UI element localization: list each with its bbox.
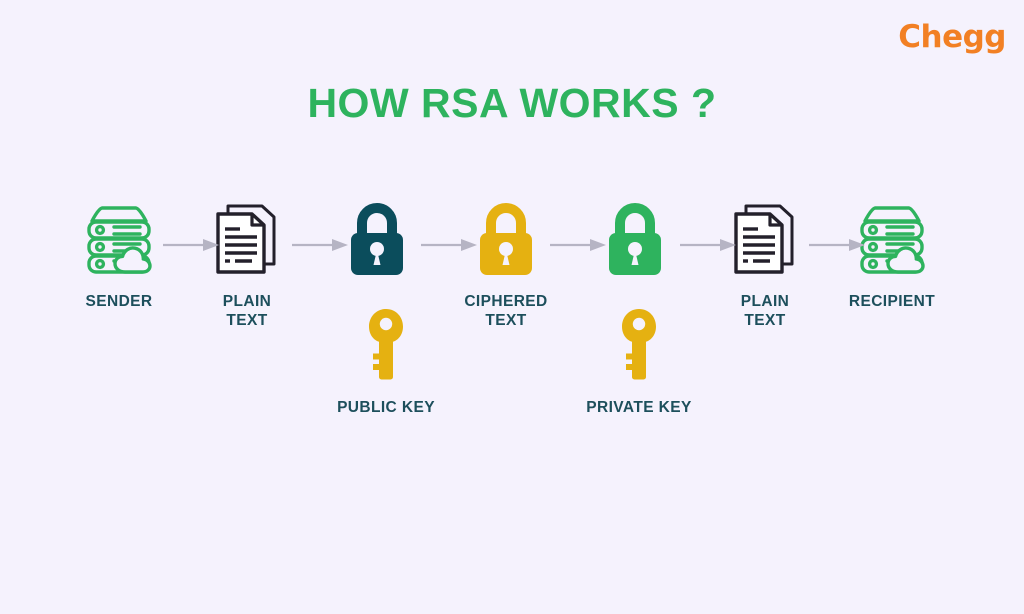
key-icon: [554, 306, 724, 384]
document-icon: [182, 198, 312, 280]
flow-node-plain-text-result: PLAIN TEXT: [700, 198, 830, 331]
flow-arrow-icon: [292, 238, 350, 252]
flow-node-label: RECIPIENT: [848, 293, 936, 310]
flow-arrow-icon: [421, 238, 479, 252]
flow-node-private-key: PRIVATE KEY: [554, 306, 724, 417]
flow-node-label: SENDER: [85, 293, 153, 310]
flow-node-label: PLAIN TEXT: [222, 293, 272, 330]
key-icon: [301, 306, 471, 384]
flow-node-public-key: PUBLIC KEY: [301, 306, 471, 417]
server-cloud-icon: [827, 198, 957, 280]
flow-node-label: CIPHERED TEXT: [464, 293, 548, 330]
server-cloud-icon: [54, 198, 184, 280]
rsa-flow-diagram: SENDER PLAIN TEXT: [0, 198, 1024, 458]
flow-node-sender: SENDER: [54, 198, 184, 311]
padlock-icon: [570, 198, 700, 280]
flow-node-plain-text-source: PLAIN TEXT: [182, 198, 312, 331]
document-icon: [700, 198, 830, 280]
flow-node-decrypt-lock: [570, 198, 700, 292]
page-title: HOW RSA WORKS ?: [307, 80, 717, 126]
flow-node-encrypt-lock: [312, 198, 442, 292]
flow-arrow-icon: [809, 238, 867, 252]
flow-node-label: PRIVATE KEY: [586, 399, 692, 416]
padlock-icon: [312, 198, 442, 280]
flow-node-ciphered-text: CIPHERED TEXT: [441, 198, 571, 331]
flow-arrow-icon: [680, 238, 738, 252]
chegg-logo: Chegg: [898, 19, 1006, 55]
padlock-icon: [441, 198, 571, 280]
flow-arrow-icon: [163, 238, 221, 252]
flow-arrow-icon: [550, 238, 608, 252]
flow-node-recipient: RECIPIENT: [827, 198, 957, 311]
flow-node-label: PLAIN TEXT: [740, 293, 790, 330]
flow-node-label: PUBLIC KEY: [337, 399, 435, 416]
